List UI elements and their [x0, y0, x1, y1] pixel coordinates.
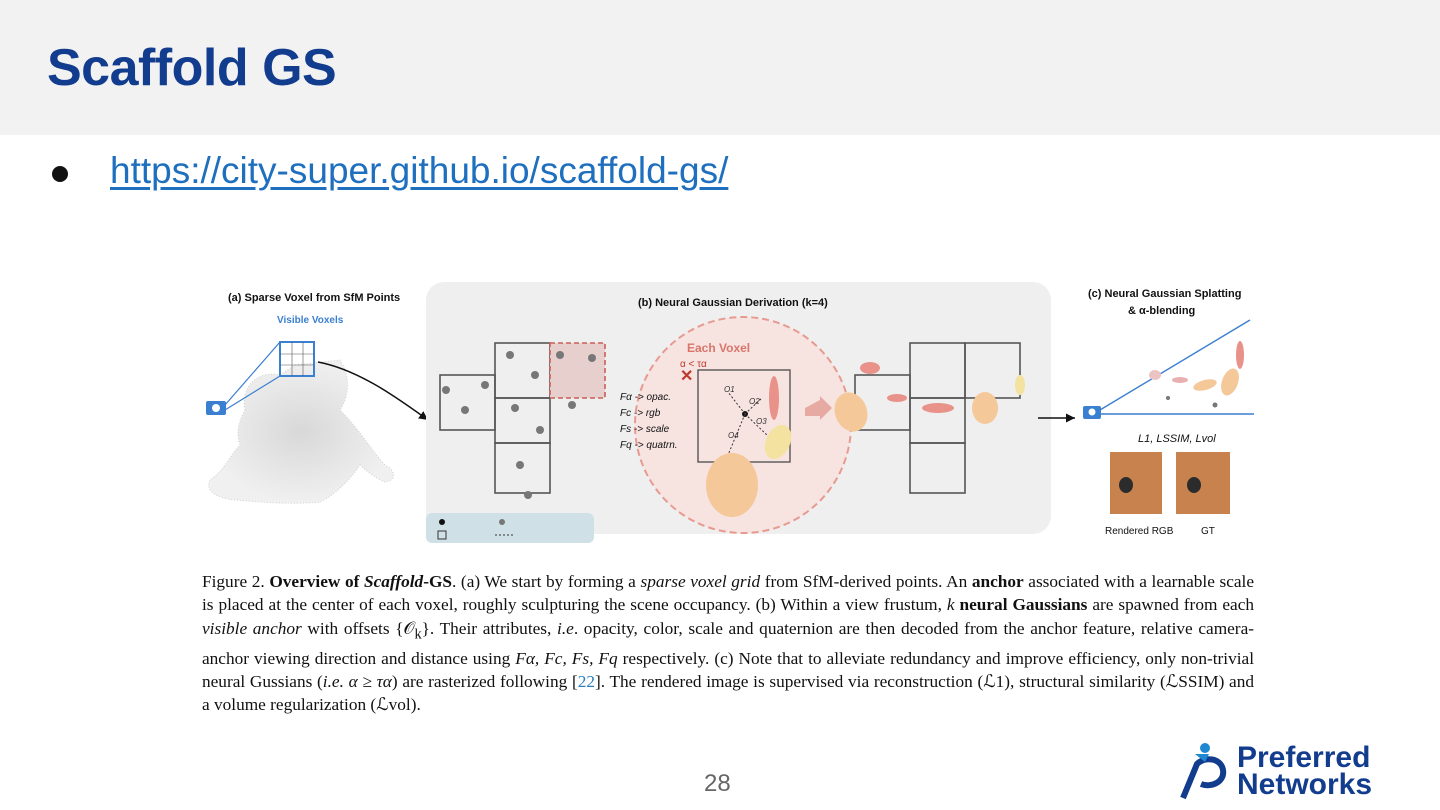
anchor-points-b — [442, 351, 596, 499]
gaussian-large — [706, 453, 758, 517]
svg-text:Fq -> quatrn.: Fq -> quatrn. — [620, 440, 678, 451]
cat-point-cloud — [208, 359, 395, 504]
svg-text:O1: O1 — [724, 385, 735, 394]
caption-text: }. Their attributes, — [421, 618, 558, 638]
svg-text:Fc -> rgb: Fc -> rgb — [620, 408, 661, 419]
voxel-boxes-b — [439, 342, 606, 494]
rendered-rgb-label: Rendered RGB — [1105, 526, 1174, 537]
caption-text: k — [414, 626, 422, 643]
scaffold-gs-overview-figure: (a) Sparse Voxel from SfM Points Visible… — [206, 282, 1254, 543]
caption-text: i.e — [557, 618, 574, 638]
preferred-networks-logo: Preferred Networks — [1175, 742, 1420, 802]
camera-icon-a — [206, 401, 226, 415]
cross-icon: ✕ — [680, 368, 693, 385]
svg-text:O2: O2 — [749, 397, 760, 406]
page-number: 28 — [704, 770, 731, 797]
pfn-logo-icon — [1180, 743, 1227, 800]
caption-text: neural Gaussians — [954, 595, 1088, 615]
svg-text:Fα -> opac.: Fα -> opac. — [620, 392, 671, 403]
caption-text: k — [946, 595, 955, 615]
slide-title: Scaffold GS — [47, 39, 337, 97]
gt-image — [1176, 452, 1230, 514]
loss-terms: L1, LSSIM, Lvol — [1138, 433, 1216, 445]
logo-line-2: Networks — [1237, 768, 1373, 801]
alpha-threshold-label: α < τα — [680, 359, 707, 370]
splatted-gaussians — [1149, 341, 1244, 408]
caption-text: Fα, Fc, Fs, Fq — [515, 648, 618, 668]
panel-a-title: (a) Sparse Voxel from SfM Points — [228, 292, 400, 304]
each-voxel-label: Each Voxel — [687, 341, 750, 355]
svg-text:O4: O4 — [728, 431, 739, 440]
figure-caption: Figure 2. Overview of Scaffold-GS. (a) W… — [202, 570, 1254, 717]
offset-labels: O1 O2 O3 O4 — [724, 385, 767, 440]
panel-a-subtitle: Visible Voxels — [277, 315, 344, 326]
decoder-list: Fα -> opac. Fc -> rgb Fs -> scale Fq -> … — [620, 392, 678, 451]
caption-text: . (a) We start by forming a — [452, 572, 641, 591]
slide-header — [0, 0, 1440, 135]
gt-label: GT — [1201, 526, 1215, 537]
panel-c-title-1: (c) Neural Gaussian Splatting — [1088, 288, 1241, 300]
svg-text:O3: O3 — [756, 417, 767, 426]
caption-title: Overview of — [269, 572, 364, 591]
caption-text: are spawned from each — [1087, 595, 1255, 615]
panel-c-title-2: & α-blending — [1128, 305, 1195, 317]
caption-text: ) are rasterized following [ — [391, 672, 578, 692]
svg-text:Fs -> scale: Fs -> scale — [620, 424, 670, 435]
bullet-point — [52, 166, 68, 182]
project-link[interactable]: https://city-super.github.io/scaffold-gs… — [110, 150, 729, 191]
caption-text: visible anchor — [202, 618, 302, 638]
caption-text: respectively. (c) Note that to alleviate… — [202, 648, 1254, 692]
caption-title-end: -GS — [423, 572, 452, 591]
flow-arrow — [805, 396, 832, 420]
legend-box — [426, 513, 594, 543]
rendered-rgb-image — [1110, 452, 1162, 514]
caption-text: associated with a learnable scale is pla… — [202, 572, 1255, 615]
citation-link[interactable]: 22 — [577, 672, 595, 692]
caption-figure-number: Figure 2. — [202, 572, 265, 591]
caption-text: anchor — [971, 572, 1024, 591]
caption-title-italic: Scaffold — [363, 572, 424, 591]
visible-voxel-grid — [279, 341, 315, 377]
panel-b-title: (b) Neural Gaussian Derivation (k=4) — [638, 297, 828, 309]
caption-text: with offsets {𝒪 — [301, 618, 415, 638]
caption-text: ]. The rendered image is supervised via … — [202, 672, 1254, 715]
camera-icon-c — [1083, 406, 1101, 419]
caption-text: sparse voxel grid — [640, 572, 761, 591]
logo-line-1: Preferred — [1237, 741, 1371, 774]
caption-text: from SfM-derived points. An — [760, 572, 972, 591]
caption-text: . opacity, color, scale and quaternion a… — [202, 618, 1254, 668]
caption-text: i.e. α ≥ τα — [322, 672, 392, 692]
